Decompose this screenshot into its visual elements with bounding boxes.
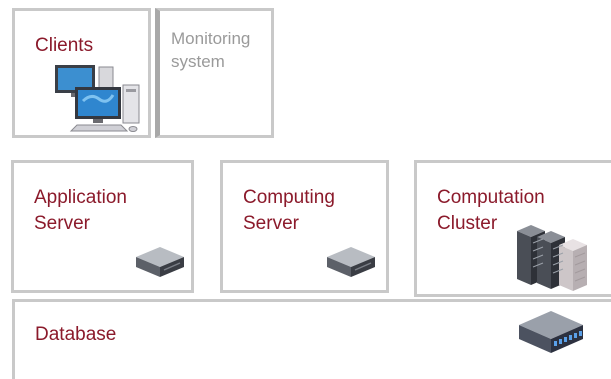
computing-server-label: Computing Server	[243, 187, 335, 234]
clients-box: Clients	[12, 8, 151, 138]
server-icon	[323, 241, 377, 281]
computing-server-box: Computing Server	[220, 160, 389, 293]
monitoring-system-label: Monitoring system	[171, 29, 251, 71]
client-computers-icon	[41, 61, 141, 133]
computation-cluster-box: Computation Cluster	[414, 160, 611, 297]
application-server-label: Application Server	[34, 187, 127, 234]
computation-cluster-label: Computation Cluster	[437, 187, 545, 234]
database-box: Database	[12, 299, 611, 379]
server-rack-icon	[515, 219, 593, 291]
server-icon	[132, 241, 186, 281]
clients-label: Clients	[35, 35, 94, 56]
monitoring-system-box: Monitoring system	[155, 8, 274, 138]
storage-array-icon	[515, 307, 587, 355]
application-server-box: Application Server	[11, 160, 194, 293]
database-label: Database	[35, 324, 117, 345]
